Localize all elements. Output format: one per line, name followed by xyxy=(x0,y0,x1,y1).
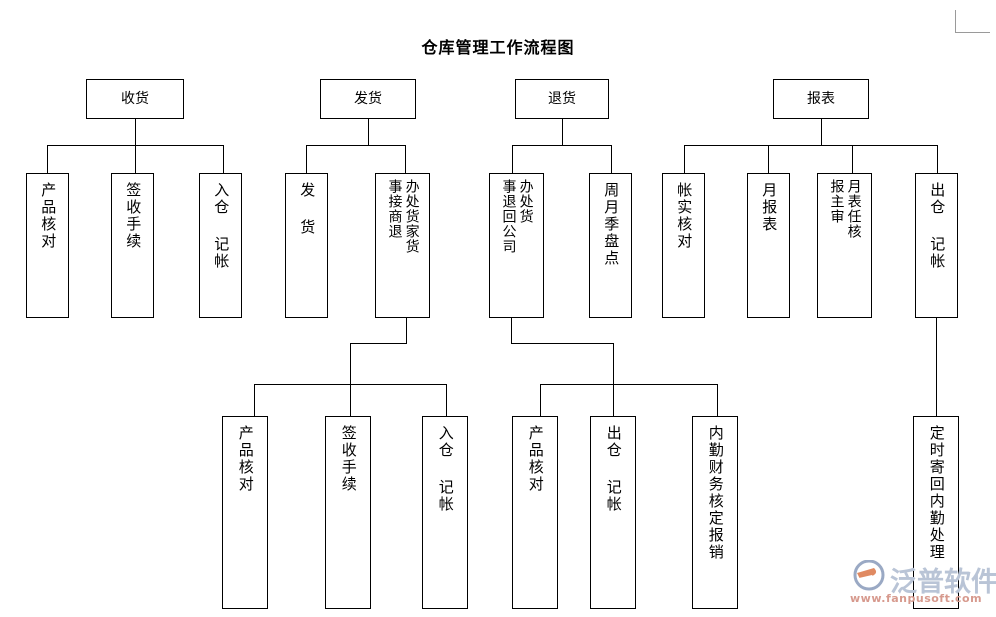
connector-groupA-drop-2 xyxy=(350,384,351,416)
node-tuihuo-inventory-count[interactable]: 周月季盘点 xyxy=(589,173,632,318)
node-label: 产品核对 xyxy=(236,425,255,493)
node-l3-signoff-a[interactable]: 签收手续 xyxy=(325,416,371,609)
node-label-col-left: 月表任核 xyxy=(845,179,862,239)
node-fahuo-ship[interactable]: 发 货 xyxy=(285,173,328,318)
connector-groupA-drop-1 xyxy=(254,384,255,416)
connector-tuihuo-drop-2 xyxy=(611,145,612,173)
node-label: 出仓 记帐 xyxy=(604,425,623,513)
connector-groupB-stem-down xyxy=(613,343,614,384)
node-label: 内勤财务核定报销 xyxy=(706,425,725,561)
node-label: 发 货 xyxy=(298,182,317,236)
node-l3-product-check-a[interactable]: 产品核对 xyxy=(222,416,268,609)
connector-groupB-jog xyxy=(511,343,613,344)
connector-shouhuo-drop-2 xyxy=(135,145,136,173)
node-label: 收货 xyxy=(121,90,149,107)
node-label: 出仓 记帐 xyxy=(928,182,947,270)
connector-tuihuo-bus xyxy=(512,145,611,146)
node-root-tuihuo[interactable]: 退货 xyxy=(515,79,609,119)
node-shouhuo-product-check[interactable]: 产品核对 xyxy=(26,173,69,318)
node-l3-outbound-record-b[interactable]: 出仓 记帐 xyxy=(590,416,636,609)
fanpu-logo-icon xyxy=(853,560,885,591)
node-label: 入仓 记帐 xyxy=(436,425,455,513)
node-fahuo-merchant-return[interactable]: 事接商退 办处货家货 xyxy=(375,173,430,318)
connector-fahuo-bus xyxy=(306,145,405,146)
node-label: 签收手续 xyxy=(124,182,143,250)
connector-groupA-stem-down xyxy=(350,343,351,384)
connector-baobiao-stem xyxy=(821,119,822,145)
connector-groupB-stem-up xyxy=(511,318,512,343)
connector-tuihuo-drop-1 xyxy=(512,145,513,173)
node-label: 退货 xyxy=(548,90,576,107)
connector-baobiao-drop-1 xyxy=(684,145,685,173)
connector-groupB-bus xyxy=(540,384,717,385)
connector-groupB-drop-1 xyxy=(540,384,541,416)
connector-baobiao-bus xyxy=(684,145,937,146)
connector-shouhuo-drop-3 xyxy=(223,145,224,173)
connector-shouhuo-drop-1 xyxy=(47,145,48,173)
node-l3-scheduled-mail-back[interactable]: 定时寄回内勤处理 xyxy=(913,416,959,609)
connector-baobiao-drop-4 xyxy=(937,145,938,173)
node-label: 产品核对 xyxy=(526,425,545,493)
node-label: 发货 xyxy=(354,90,382,107)
node-tuihuo-return-to-company[interactable]: 事退回公司 办处货 xyxy=(489,173,544,318)
node-baobiao-monthly-report[interactable]: 月报表 xyxy=(747,173,790,318)
node-label-col-right: 报主审 xyxy=(828,179,845,224)
connector-fahuo-drop-1 xyxy=(306,145,307,173)
node-label-col-left: 办处货家货 xyxy=(403,179,420,254)
node-l3-inbound-record-a[interactable]: 入仓 记帐 xyxy=(422,416,468,609)
node-label-col-right: 事接商退 xyxy=(386,179,403,239)
connector-groupC-stem xyxy=(936,318,937,416)
node-l3-product-check-b[interactable]: 产品核对 xyxy=(512,416,558,609)
node-shouhuo-signoff[interactable]: 签收手续 xyxy=(111,173,154,318)
connector-groupA-jog xyxy=(350,343,407,344)
node-label: 月报表 xyxy=(760,182,779,233)
node-label-col-right: 事退回公司 xyxy=(500,179,517,254)
node-label: 定时寄回内勤处理 xyxy=(927,425,946,561)
node-label: 签收手续 xyxy=(339,425,358,493)
node-baobiao-manager-review[interactable]: 报主审 月表任核 xyxy=(817,173,872,318)
node-label: 报表 xyxy=(807,90,835,107)
node-root-shouhuo[interactable]: 收货 xyxy=(86,79,184,119)
node-label: 入仓 记帐 xyxy=(212,182,231,270)
connector-groupB-drop-3 xyxy=(717,384,718,416)
connector-tuihuo-stem xyxy=(562,119,563,145)
node-baobiao-account-check[interactable]: 帐实核对 xyxy=(662,173,705,318)
connector-shouhuo-stem xyxy=(135,119,136,145)
connector-groupA-drop-3 xyxy=(446,384,447,416)
connector-baobiao-drop-2 xyxy=(768,145,769,173)
node-l3-finance-reimbursement[interactable]: 内勤财务核定报销 xyxy=(692,416,738,609)
connector-groupB-drop-2 xyxy=(613,384,614,416)
node-label: 产品核对 xyxy=(39,182,58,250)
node-label: 周月季盘点 xyxy=(602,182,621,267)
connector-groupA-stem-up xyxy=(406,318,407,343)
node-root-baobiao[interactable]: 报表 xyxy=(773,79,869,119)
connector-fahuo-drop-2 xyxy=(405,145,406,173)
page-corner-mark xyxy=(955,10,990,33)
node-label: 帐实核对 xyxy=(675,182,694,250)
node-root-fahuo[interactable]: 发货 xyxy=(320,79,416,119)
page-title: 仓库管理工作流程图 xyxy=(421,38,575,57)
connector-fahuo-stem xyxy=(368,119,369,145)
node-shouhuo-inbound-record[interactable]: 入仓 记帐 xyxy=(199,173,242,318)
connector-baobiao-drop-3 xyxy=(852,145,853,173)
node-label-col-left: 办处货 xyxy=(517,179,534,224)
node-baobiao-outbound-record[interactable]: 出仓 记帐 xyxy=(915,173,958,318)
